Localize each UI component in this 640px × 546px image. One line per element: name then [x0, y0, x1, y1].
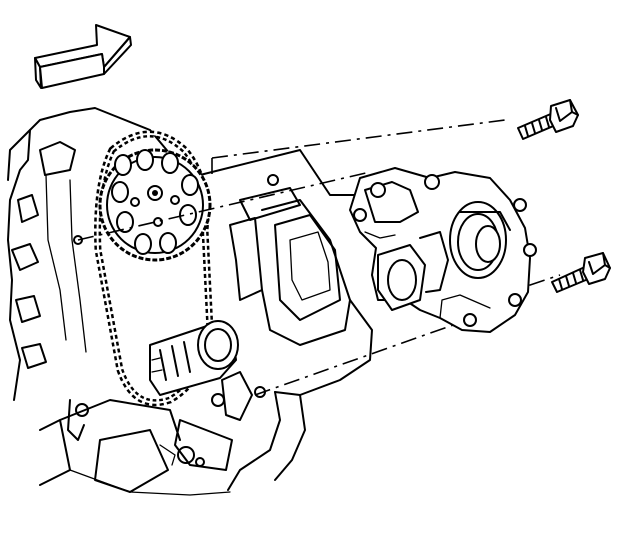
crankshaft-sprocket: [149, 320, 239, 396]
camshaft-sprocket: [98, 148, 212, 262]
oil-pump: [349, 167, 537, 333]
oil-pump-bolt: [517, 99, 579, 140]
oil-pump-bolt: [551, 252, 611, 293]
engine-block: [7, 107, 373, 496]
arrow-right-up-icon: [34, 24, 132, 89]
